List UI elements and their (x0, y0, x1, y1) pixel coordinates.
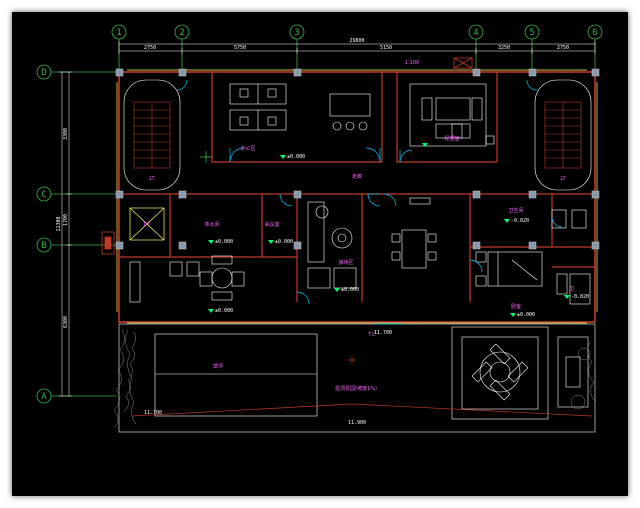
label-bedroom: 卧室 (511, 303, 521, 310)
elev-lounge: ±0.000 (215, 308, 233, 314)
level-mark-office (280, 155, 286, 159)
elev-terrace-mid: 11.900 (348, 420, 366, 426)
outer-walls (118, 71, 596, 323)
label-toilet: 卫生间 (508, 207, 523, 214)
terrace (118, 323, 596, 433)
axis-label-col-5: 5 (529, 28, 534, 38)
slope-lines (131, 356, 593, 417)
office-desks (229, 83, 371, 131)
level-mark-corridor (334, 288, 340, 292)
label-stair-right: LT (560, 176, 566, 182)
label-bath: 卫 (569, 286, 574, 292)
dim-left-seg-2: 1700 (63, 214, 69, 226)
elev-bath: -0.020 (571, 294, 589, 300)
label-terrace-front: T.C (367, 332, 376, 338)
label-stair-left: LT (149, 176, 155, 182)
level-mark-meeting (208, 240, 214, 244)
axis-label-row-B: B (41, 241, 46, 251)
dim-top-seg-4: 3250 (498, 45, 510, 51)
dimension-lines (59, 41, 596, 397)
dim-top-seg-2: 5750 (234, 45, 246, 51)
doors (176, 79, 563, 305)
axis-label-row-A: A (41, 392, 47, 402)
terrace-greenery-right (570, 341, 597, 410)
elev-meeting: ±0.000 (215, 239, 233, 245)
label-terrace-note: 屋顶花园(坡度1%) (335, 385, 377, 392)
axis-columns (36, 24, 603, 404)
stair-right-treads (545, 109, 581, 159)
elev-corridor: ±0.000 (341, 287, 359, 293)
level-mark-kitchen (268, 240, 274, 244)
structural-columns (115, 68, 600, 250)
label-scale: 1:100 (405, 60, 419, 66)
elev-terrace-edge: 11.700 (144, 410, 162, 416)
dim-top-seg-1: 2750 (144, 45, 156, 51)
origin-cross (200, 151, 212, 163)
label-corridor: 走廊 (352, 173, 362, 180)
floor-plan-drawing: 1 2 3 4 5 6 D C B A 29800 2750 5750 5150… (36, 24, 603, 433)
elevation-marks (208, 143, 570, 317)
dim-left-seg-1: 3300 (63, 128, 69, 140)
meeting-furniture (307, 197, 437, 289)
room-labels: LT LT DT 办公区 经理室 走廊 茶水间 会议室 接待区 卫生间 卧室 卫… (144, 60, 575, 392)
elev-terrace-low: 11.700 (374, 330, 392, 336)
axis-label-col-6: 6 (592, 28, 597, 38)
dim-top-seg-3: 5150 (380, 45, 392, 51)
label-open-office: 办公区 (240, 145, 255, 152)
axis-label-row-D: D (41, 68, 46, 78)
label-lawn: 草坪 (213, 363, 223, 370)
dim-top-seg-5: 2750 (557, 45, 569, 51)
axis-label-col-4: 4 (473, 28, 478, 38)
label-meeting: 会议室 (264, 221, 279, 228)
level-mark-bath (564, 295, 570, 299)
manager-office-furniture (409, 83, 495, 147)
axis-label-row-C: C (41, 190, 46, 200)
dim-left-total: 11300 (56, 216, 62, 231)
elev-toilet: -0.020 (511, 218, 529, 224)
elevation-text: ±0.000 ±0.000 ±0.000 ±0.000 -0.020 ±0.00… (144, 154, 589, 426)
elev-kitchen: ±0.000 (275, 239, 293, 245)
bedroom-furniture (475, 209, 591, 305)
level-mark-lounge (208, 309, 214, 313)
level-mark-toilet (504, 219, 510, 223)
elev-office: ±0.000 (287, 154, 305, 160)
level-mark-bedroom (510, 313, 516, 317)
pavilion (471, 343, 529, 401)
window-feature (453, 57, 473, 69)
label-kitchen: 茶水间 (204, 221, 219, 228)
stair-right (534, 79, 592, 191)
elevator-shaft (129, 207, 165, 241)
axis-labels: 1 2 3 4 5 6 D C B A (41, 28, 597, 402)
dim-top-total: 29800 (349, 38, 364, 44)
interior-walls (119, 72, 595, 302)
drawing-frame: 1 2 3 4 5 6 D C B A 29800 2750 5750 5150… (12, 12, 628, 496)
glass-curtain (116, 69, 598, 324)
level-mark-manager (422, 143, 428, 147)
stair-left (123, 79, 181, 191)
terrace-greenery-left (113, 329, 137, 429)
stair-left-treads (134, 109, 170, 159)
axis-label-col-1: 1 (116, 28, 121, 38)
axis-label-col-2: 2 (179, 28, 184, 38)
axis-label-col-3: 3 (294, 28, 299, 38)
lounge-furniture (129, 255, 245, 303)
elev-bedroom: ±0.000 (517, 312, 535, 318)
elevator-side-box (101, 231, 115, 255)
label-reception: 接待区 (338, 259, 353, 266)
label-manager: 经理室 (444, 135, 459, 142)
dimension-text: 29800 2750 5750 5150 3250 2750 11300 330… (56, 38, 569, 328)
dim-left-seg-3: 6300 (63, 316, 69, 328)
label-elevator: DT (144, 222, 152, 228)
